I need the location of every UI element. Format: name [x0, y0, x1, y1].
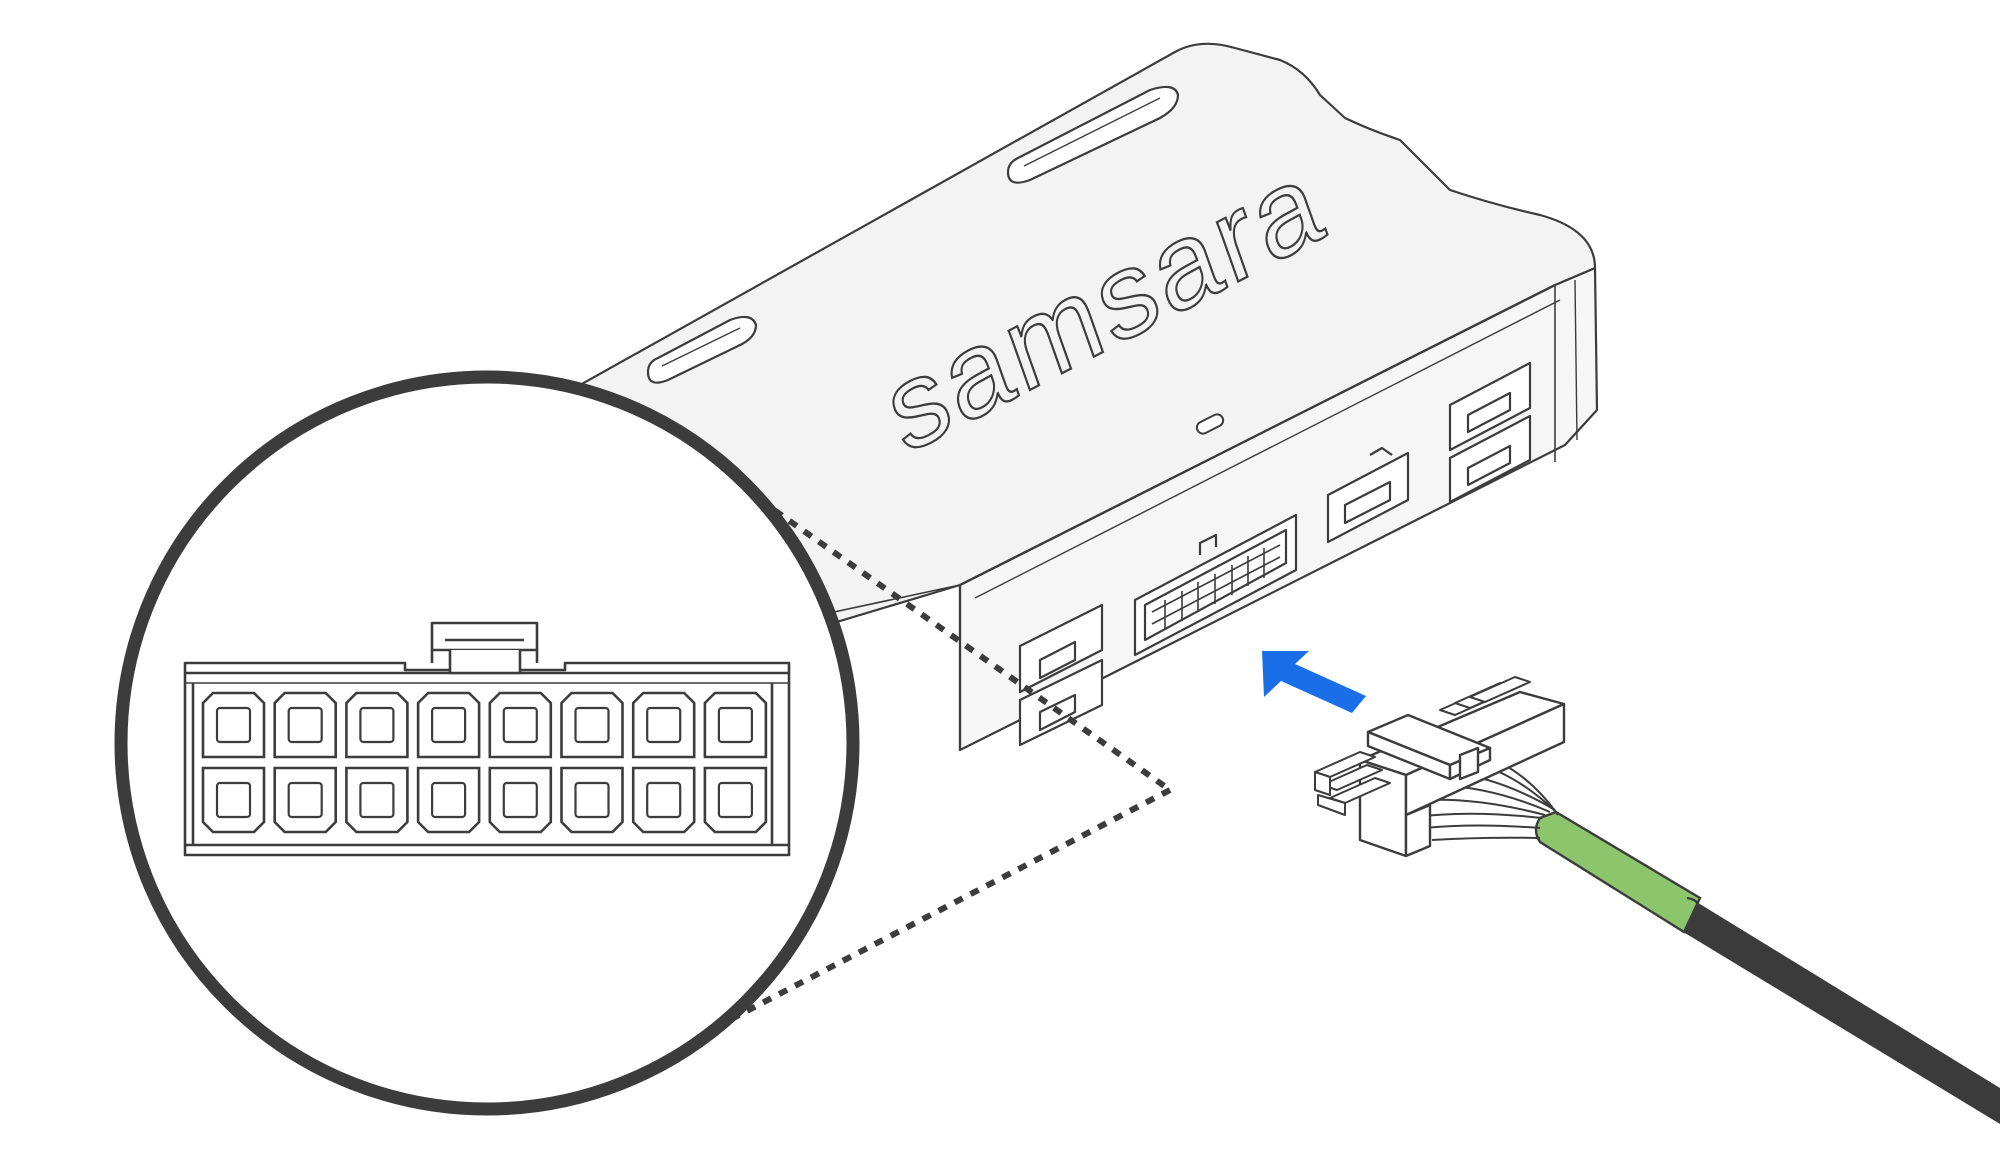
closeup-pin-terminal [359, 706, 395, 744]
device-top-face [578, 42, 1597, 647]
connector-icon [1314, 676, 1566, 858]
closeup-latch [430, 621, 539, 652]
closeup-pin-terminal [717, 781, 754, 819]
closeup-pin-terminal [646, 706, 682, 744]
arrow-icon [1262, 651, 1366, 713]
closeup-pin-grid [201, 691, 768, 834]
target-port-pins [1151, 544, 1281, 630]
closeup-pin-terminal [574, 706, 610, 744]
closeup-pin-terminal [215, 781, 252, 819]
closeup-pin-terminal [431, 781, 467, 819]
mounting-slots [646, 85, 1180, 384]
cable-icon [1414, 751, 2000, 1124]
closeup-pin-terminal [502, 781, 538, 819]
closeup-pin-terminal [431, 706, 467, 744]
closeup-housing [183, 661, 791, 857]
closeup-pin-terminal [646, 781, 682, 819]
closeup-pin-terminal [359, 781, 395, 819]
gateway-device [574, 42, 1599, 752]
closeup-pin-terminal [287, 706, 323, 744]
closeup-pin-terminal [287, 781, 323, 819]
callout-guide-top [758, 497, 1172, 793]
closeup-pin-terminal [574, 781, 610, 819]
callout-guide-bottom [718, 787, 1172, 1028]
zoom-callout [114, 370, 1172, 1116]
status-led [1195, 413, 1225, 435]
closeup-pin-terminal [502, 706, 538, 744]
cable-sleeve [1534, 810, 1702, 934]
closeup-pin-terminal [717, 706, 754, 744]
closeup-pin-terminal [215, 706, 252, 744]
cable-jacket [1680, 901, 2000, 1124]
